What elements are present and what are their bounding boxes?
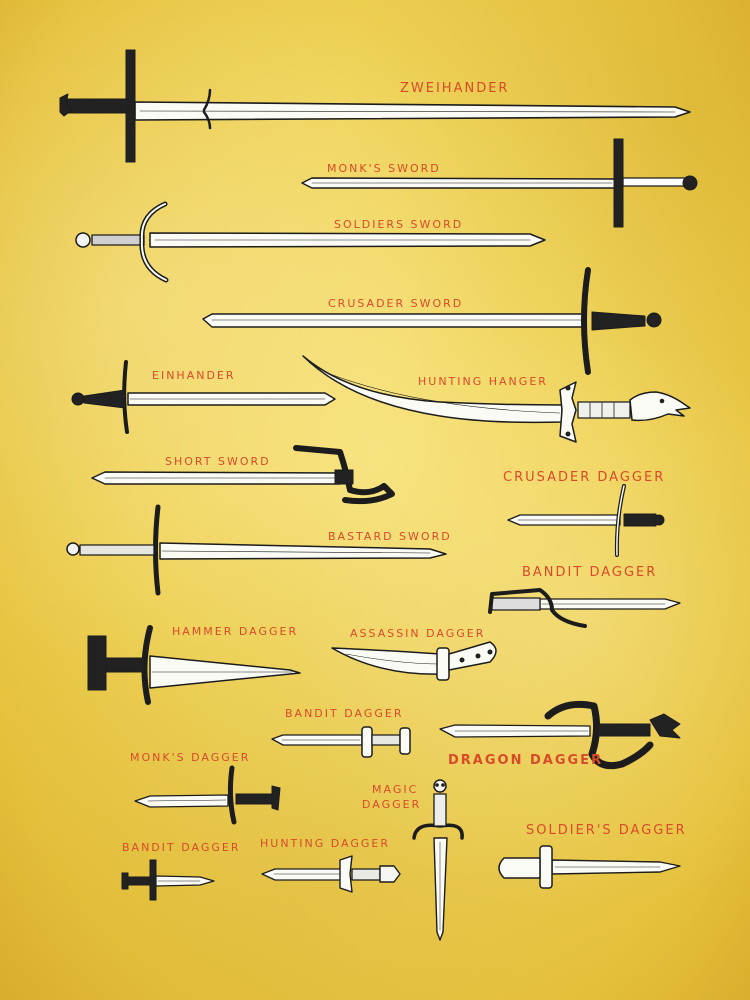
label-dragon-dagger: DRAGON DAGGER — [448, 753, 604, 768]
magic-dagger-illustration — [412, 779, 464, 941]
label-bastard-sword: BASTARD SWORD — [328, 530, 452, 543]
label-monks-sword: MONK'S SWORD — [327, 162, 441, 175]
monks-sword-illustration — [301, 138, 698, 228]
bandit-dagger-2-illustration — [271, 726, 411, 758]
crusader-dagger-illustration — [507, 484, 665, 557]
soldiers-dagger-illustration — [498, 845, 681, 889]
label-magic-dagger-line2: DAGGER — [362, 798, 422, 811]
label-bandit-dagger-2: BANDIT DAGGER — [285, 707, 404, 720]
crusader-sword-illustration — [202, 267, 662, 375]
label-crusader-sword: CRUSADER SWORD — [328, 297, 464, 310]
label-bandit-dagger-1: BANDIT DAGGER — [522, 565, 658, 580]
label-bandit-dagger-3: BANDIT DAGGER — [122, 841, 241, 854]
short-sword-illustration — [91, 445, 395, 505]
hunting-dagger-illustration — [261, 855, 401, 893]
label-monks-dagger: MONK'S DAGGER — [130, 751, 251, 764]
label-zweihander: ZWEIHANDER — [400, 81, 510, 96]
label-hunting-hanger: HUNTING HANGER — [418, 375, 548, 388]
label-short-sword: SHORT SWORD — [165, 455, 271, 468]
bastard-sword-illustration — [66, 504, 447, 596]
einhander-illustration — [71, 360, 336, 434]
hunting-hanger-illustration — [302, 355, 691, 443]
monks-dagger-illustration — [134, 765, 281, 825]
label-magic-dagger-line1: MAGIC — [372, 783, 419, 796]
label-assassin-dagger: ASSASSIN DAGGER — [350, 627, 486, 640]
label-einhander: EINHANDER — [152, 369, 236, 382]
soldiers-sword-illustration — [75, 201, 546, 283]
bandit-dagger-3-illustration — [121, 859, 215, 901]
label-crusader-dagger: CRUSADER DAGGER — [503, 470, 666, 485]
label-soldiers-sword: SOLDIERS SWORD — [334, 218, 464, 231]
label-hammer-dagger: HAMMER DAGGER — [172, 625, 299, 638]
label-hunting-dagger: HUNTING DAGGER — [260, 837, 391, 850]
zweihander-illustration — [59, 49, 691, 163]
assassin-dagger-illustration — [331, 641, 497, 681]
hammer-dagger-illustration — [87, 625, 301, 705]
dragon-dagger-illustration — [439, 700, 681, 770]
label-soldiers-dagger: SOLDIER'S DAGGER — [526, 823, 687, 838]
bandit-dagger-1-illustration — [488, 588, 681, 628]
